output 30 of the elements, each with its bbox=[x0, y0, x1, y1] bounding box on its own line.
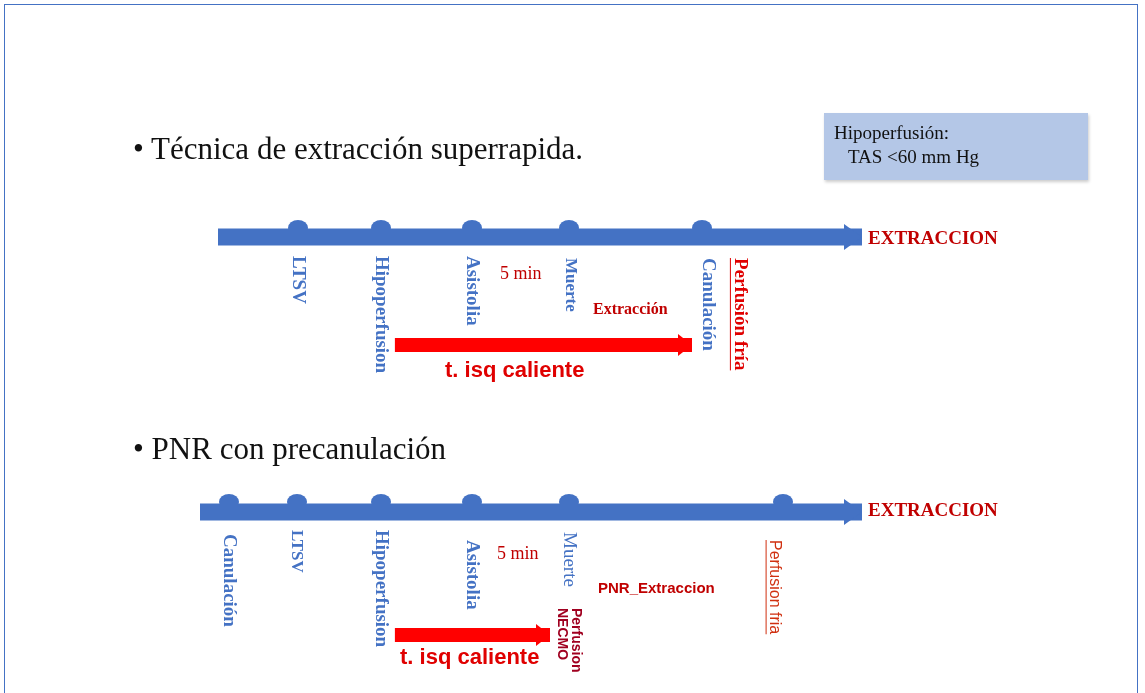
note-text: TAS <60 mm Hg bbox=[847, 144, 981, 169]
span-arrow bbox=[394, 334, 692, 356]
event-label: Perfusión fría bbox=[730, 258, 751, 371]
section-heading: • PNR con precanulación bbox=[133, 432, 446, 467]
duration-label: 5 min bbox=[500, 264, 542, 284]
section-heading: • Técnica de extracción superrapida. bbox=[133, 132, 584, 167]
note-box bbox=[824, 113, 1088, 180]
event-label: LTSV bbox=[287, 530, 306, 573]
event-label: Asistolia bbox=[462, 540, 483, 610]
event-label: Canulación bbox=[219, 534, 240, 627]
event-label: Canulación bbox=[698, 258, 719, 351]
event-label: Asistolia bbox=[462, 256, 483, 326]
event-label: Hipoperfusion bbox=[371, 256, 392, 374]
duration-label: 5 min bbox=[497, 544, 539, 564]
phase-label: PNR_Extraccion bbox=[598, 580, 715, 597]
span-arrow bbox=[394, 624, 550, 646]
edge-label: t. isq caliente bbox=[445, 358, 585, 383]
note-heading: Hipoperfusión: bbox=[834, 121, 951, 145]
event-label: Muerte bbox=[561, 258, 580, 312]
endpoint-label: EXTRACCION bbox=[868, 500, 998, 521]
event-label: Perfusion fria bbox=[766, 540, 784, 635]
event-label: LTSV bbox=[288, 256, 309, 304]
timeline-arrow bbox=[200, 499, 862, 525]
event-label: Hipoperfusion bbox=[371, 530, 392, 648]
edge-label: t. isq caliente bbox=[400, 645, 540, 670]
event-label: Muerte bbox=[559, 532, 580, 587]
event-label: Perfusion NECMO bbox=[556, 608, 584, 688]
timeline-arrow bbox=[218, 224, 862, 250]
phase-label: Extracción bbox=[593, 300, 668, 318]
endpoint-label: EXTRACCION bbox=[868, 228, 998, 249]
